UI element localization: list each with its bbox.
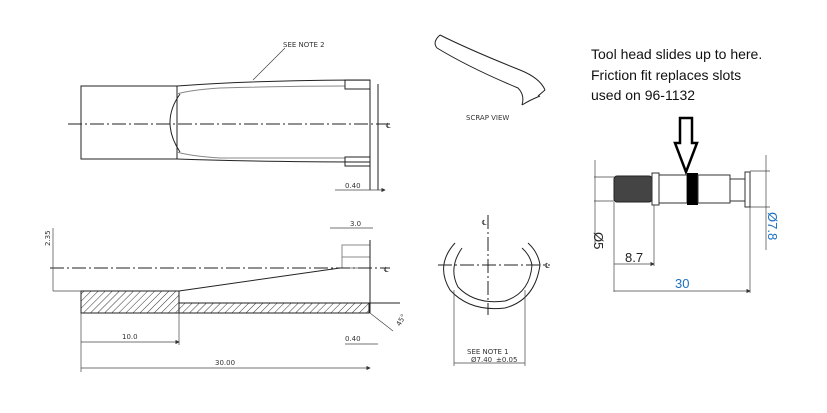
dim-angle: 45° [395,313,408,328]
knurled-grip [613,175,653,203]
centerline-symbol: ℄ [545,262,550,270]
section-view: 45° ℄ 2.35 3.0 10.0 0.40 30.00 [44,220,408,372]
dim-diameter-small: Ø5 [591,232,606,249]
centerline-symbol: ℄ [386,122,391,130]
annotation-note: Tool head slides up to here. Friction fi… [591,46,762,176]
dim-knurl-length: 8.7 [625,250,643,265]
scrap-view: SCRAP VIEW [434,34,546,122]
note-line-3: used on 96-1132 [591,87,695,103]
note-line-1: Tool head slides up to here. [591,46,762,62]
down-arrow-icon [673,116,699,176]
top-view-body [80,85,178,160]
dim-total-length: 30 [675,276,689,291]
dim-wall-top: 0.40 [345,182,361,190]
top-view: ℄ SEE NOTE 2 0.40 [68,41,391,193]
tool-head-drawing: Ø5 8.7 30 Ø7.8 [591,155,780,294]
see-note-2-label: SEE NOTE 2 [283,41,325,49]
dim-wall-section: 0.40 [345,335,361,343]
dim-height: 2.35 [44,230,52,246]
diameter-tolerance: ±0.05 [496,356,517,364]
dim-slot: 3.0 [350,220,361,228]
diameter-dim: Ø7.40 [471,356,492,364]
dim-length-10: 10.0 [122,333,138,341]
dim-total: 30.00 [215,359,235,367]
friction-band [687,173,698,205]
end-view: ℄ ℄ SEE NOTE 1 Ø7.40 ±0.05 [438,215,550,366]
centerline-symbol: ℄ [482,219,487,227]
note-line-2: Friction fit replaces slots [591,67,741,83]
scrap-view-label: SCRAP VIEW [466,114,509,122]
see-note-1-label: SEE NOTE 1 [467,348,509,356]
dim-diameter-large: Ø7.8 [765,212,780,240]
centerline-symbol: ℄ [384,266,389,274]
